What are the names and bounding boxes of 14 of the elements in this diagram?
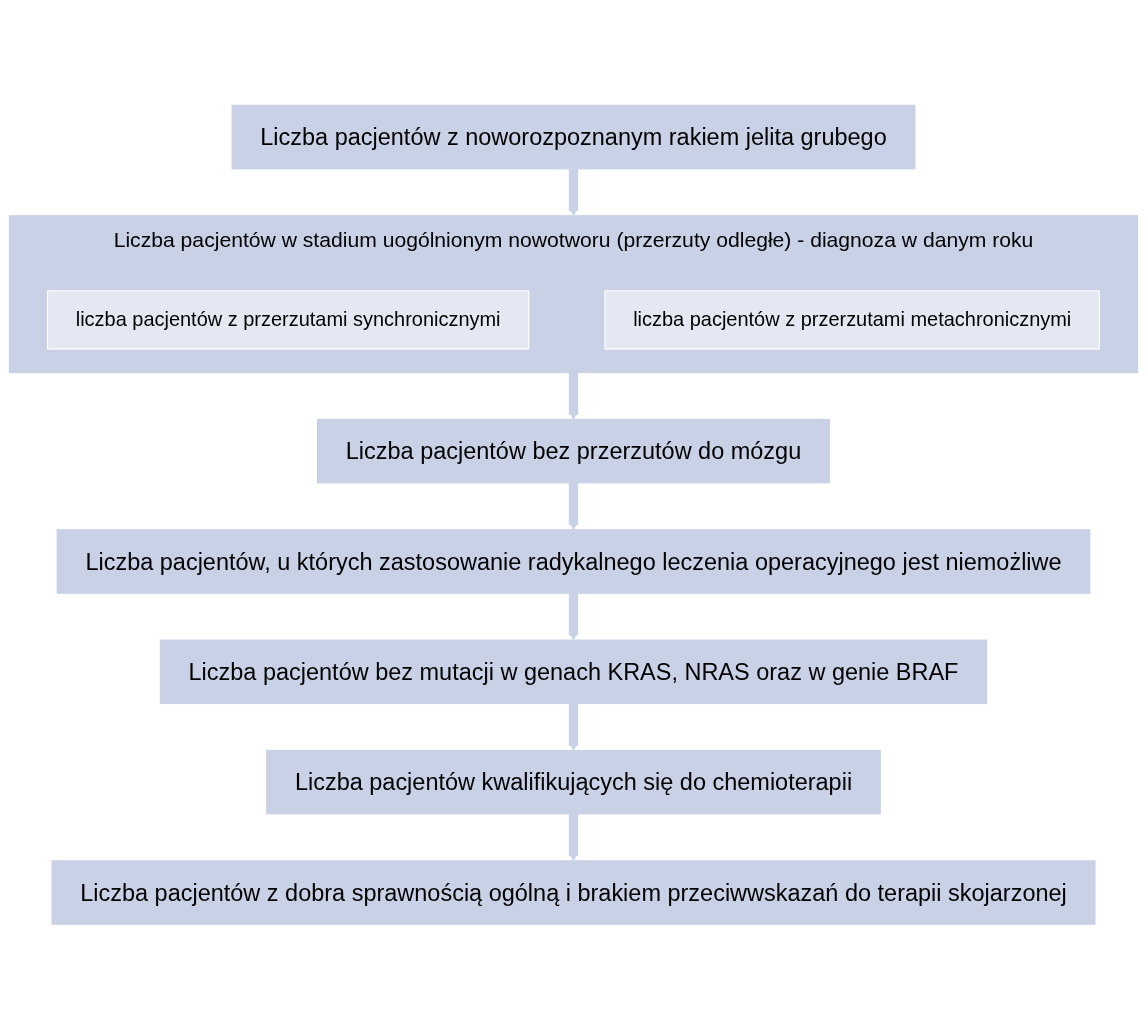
node-box: Liczba pacjentów z noworozpoznanym rakiem jelita grubego — [231, 105, 916, 170]
node-box: liczba pacjentów z przerzutami metachronicznymi — [604, 290, 1101, 350]
node-box: Liczba pacjentów bez przerzutów do mózgu — [317, 419, 830, 484]
node-box: Liczba pacjentów z dobra sprawnością ogólną i brakiem przeciwwskazań do terapii skojarzonej — [51, 860, 1096, 925]
arrow — [568, 702, 579, 752]
node-box: Liczba pacjentów kwalifikujących się do chemioterapii — [266, 750, 881, 815]
node-box: liczba pacjentów z przerzutami synchronicznymi — [46, 290, 530, 350]
arrow — [568, 371, 579, 421]
node-box: Liczba pacjentów, u których zastosowanie radykalnego leczenia operacyjnego jest niemożliwe — [56, 529, 1091, 594]
arrow — [568, 168, 579, 217]
node-box: Liczba pacjentów bez mutacji w genach KRAS, NRAS oraz w genie BRAF — [159, 639, 988, 705]
arrow — [568, 592, 579, 641]
arrow — [568, 813, 579, 862]
arrow — [568, 482, 579, 531]
